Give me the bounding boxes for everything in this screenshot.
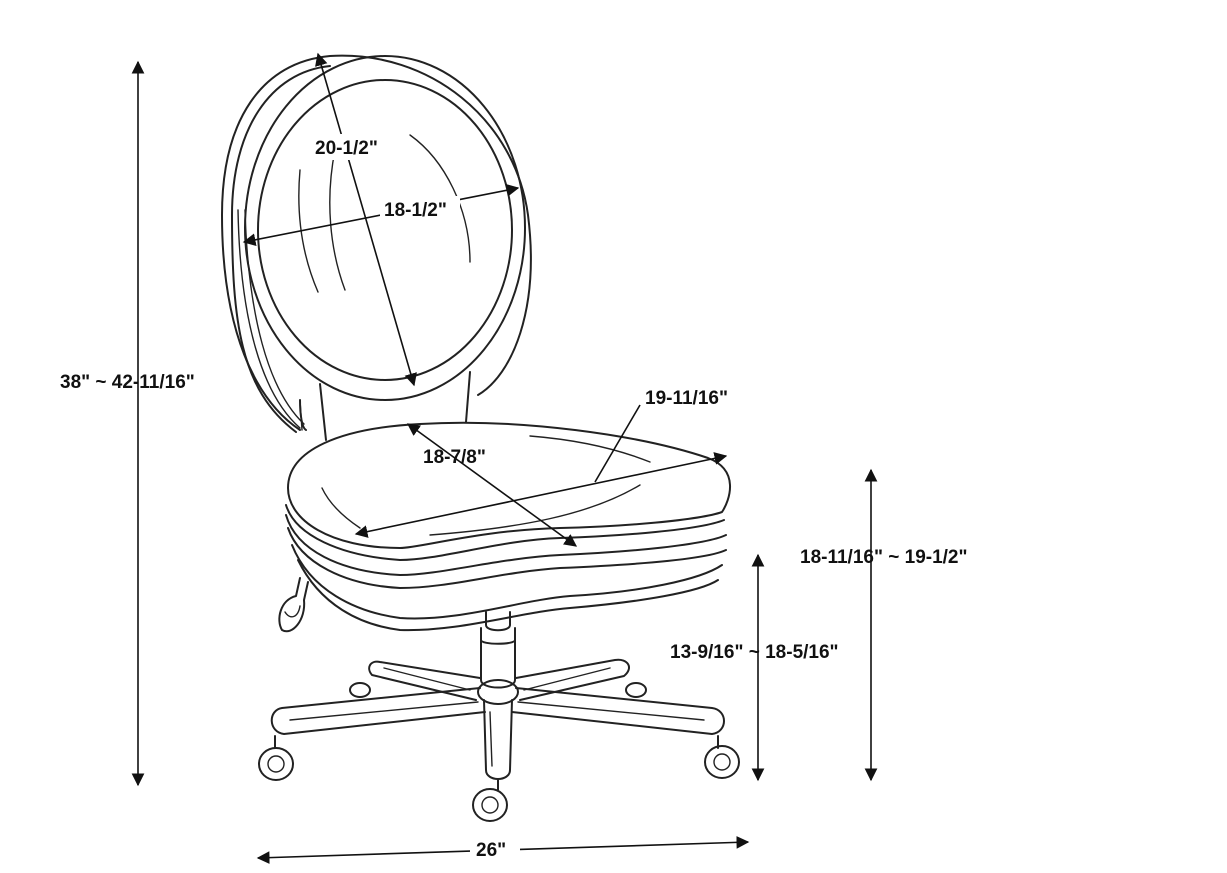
- chair-back: [221, 54, 532, 441]
- caster-back-right: [625, 682, 647, 698]
- chair-base: [258, 658, 740, 822]
- seat-width-leader: [594, 404, 641, 483]
- caster-back-left: [349, 682, 371, 698]
- base-width-label: 26": [476, 840, 506, 861]
- back-width-label: 18-1/2": [384, 200, 447, 221]
- dimension-labels: 38" ~ 42-11/16" 20-1/2" 18-1/2" 18-7/8" …: [60, 138, 968, 861]
- seat-height-label: 18-11/16" ~ 19-1/2": [800, 547, 968, 568]
- overall-height-label: 38" ~ 42-11/16": [60, 372, 195, 393]
- seat-width-label: 19-11/16": [645, 388, 728, 409]
- back-height-label: 20-1/2": [315, 138, 378, 159]
- seat-lift-label: 13-9/16" ~ 18-5/16": [670, 642, 839, 663]
- chair-seat: [278, 421, 731, 633]
- seat-width-line: [354, 452, 728, 538]
- caster-front-left: [258, 735, 294, 781]
- caster-front: [472, 779, 508, 822]
- chair-illustration: [221, 54, 740, 822]
- gas-cylinder: [480, 611, 516, 689]
- dimension-lines: [131, 52, 878, 865]
- caster-front-right: [704, 735, 740, 779]
- seat-depth-line: [406, 423, 578, 547]
- seat-depth-label: 18-7/8": [423, 447, 486, 468]
